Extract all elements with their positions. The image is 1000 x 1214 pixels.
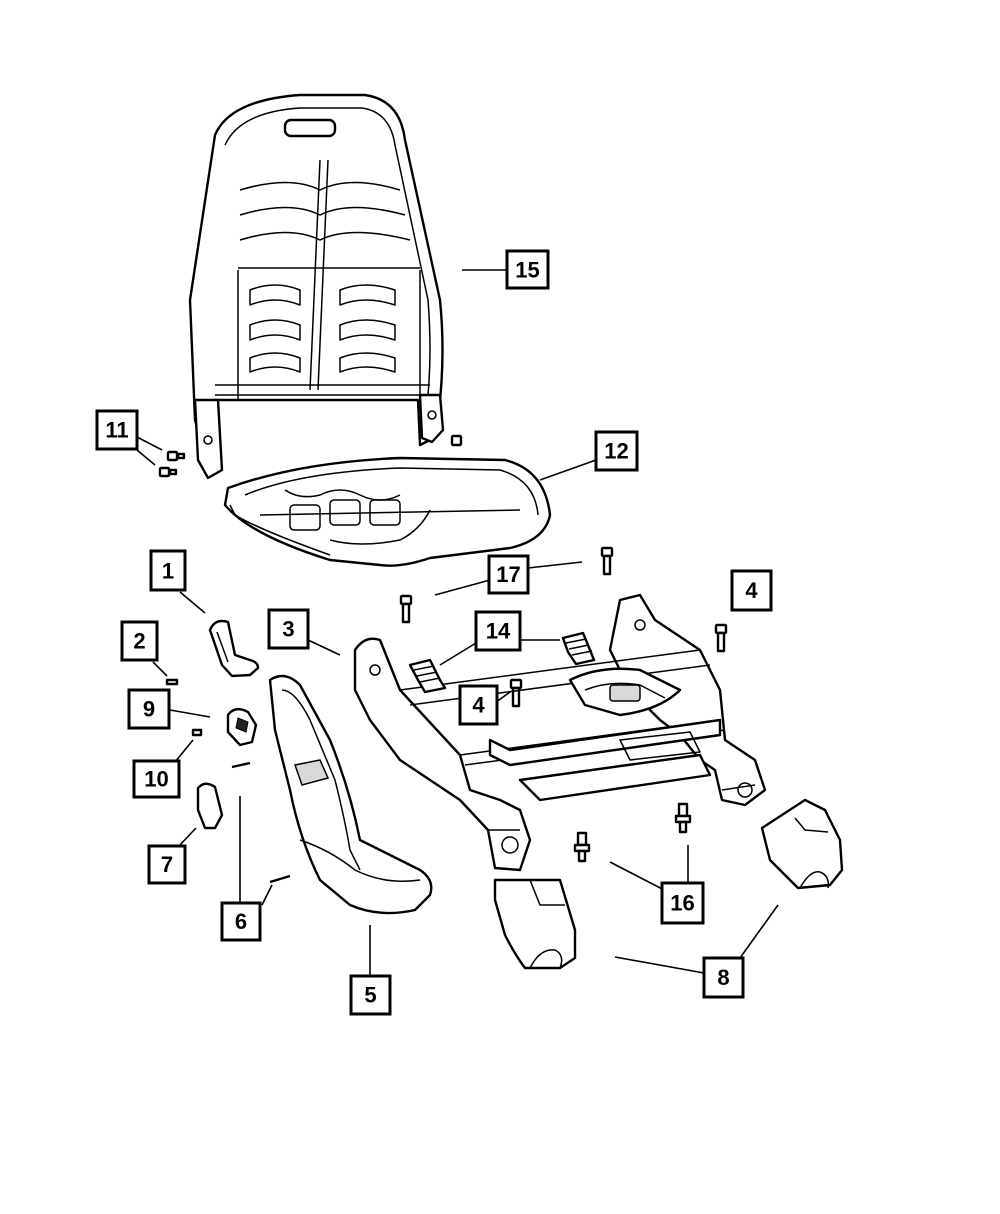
bolts-4 — [509, 623, 728, 708]
callout-10-label: 10 — [144, 767, 168, 792]
cap-7 — [196, 782, 224, 830]
callout-2-label: 2 — [133, 629, 145, 654]
screws-6 — [231, 761, 291, 884]
callout-10: 10 — [132, 759, 181, 799]
screw-10 — [191, 728, 203, 737]
callout-12-label: 12 — [604, 439, 628, 464]
callout-3-label: 3 — [282, 617, 294, 642]
callout-1-label: 1 — [162, 559, 174, 584]
callout-11: 11 — [95, 409, 139, 451]
track-covers — [493, 798, 844, 970]
callout-5-label: 5 — [364, 983, 376, 1008]
knob-9 — [226, 707, 258, 747]
callout-4-right: 4 — [730, 569, 773, 612]
side-shield — [268, 674, 433, 915]
recliner-lever-handle — [208, 619, 260, 678]
callout-17-label: 17 — [496, 562, 520, 587]
callout-4-center-label: 4 — [472, 693, 485, 718]
callout-9-label: 9 — [143, 697, 155, 722]
leader-lines — [136, 269, 779, 975]
callout-17: 17 — [487, 554, 530, 595]
callout-6-label: 6 — [235, 909, 247, 934]
callout-16: 16 — [660, 881, 705, 925]
callout-1: 1 — [149, 549, 187, 592]
callout-6: 6 — [220, 901, 262, 942]
callout-8-label: 8 — [717, 965, 729, 990]
bolts-11 — [158, 434, 463, 478]
bolts-17 — [399, 546, 614, 624]
callout-4-center: 4 — [458, 684, 499, 726]
seat-back-frame — [188, 93, 445, 480]
seat-track-adjuster — [353, 593, 767, 872]
callout-15: 15 — [505, 249, 550, 290]
callout-8: 8 — [702, 956, 745, 999]
callout-14-label: 14 — [486, 619, 511, 644]
callout-5: 5 — [349, 974, 392, 1016]
callout-7-label: 7 — [161, 852, 173, 877]
callout-9: 9 — [127, 688, 171, 730]
seat-cushion-pan — [223, 456, 552, 567]
callout-15-label: 15 — [515, 258, 539, 283]
callout-11-label: 11 — [105, 418, 128, 443]
bolts-16 — [573, 802, 692, 863]
callout-3: 3 — [267, 608, 310, 650]
screw-2 — [165, 678, 179, 686]
clips-14 — [408, 631, 596, 694]
callout-12: 12 — [594, 430, 639, 472]
callout-2: 2 — [120, 620, 159, 662]
callout-16-label: 16 — [670, 891, 694, 916]
callout-7: 7 — [147, 844, 187, 885]
callout-4-right-label: 4 — [745, 578, 758, 603]
callout-14: 14 — [474, 610, 522, 652]
